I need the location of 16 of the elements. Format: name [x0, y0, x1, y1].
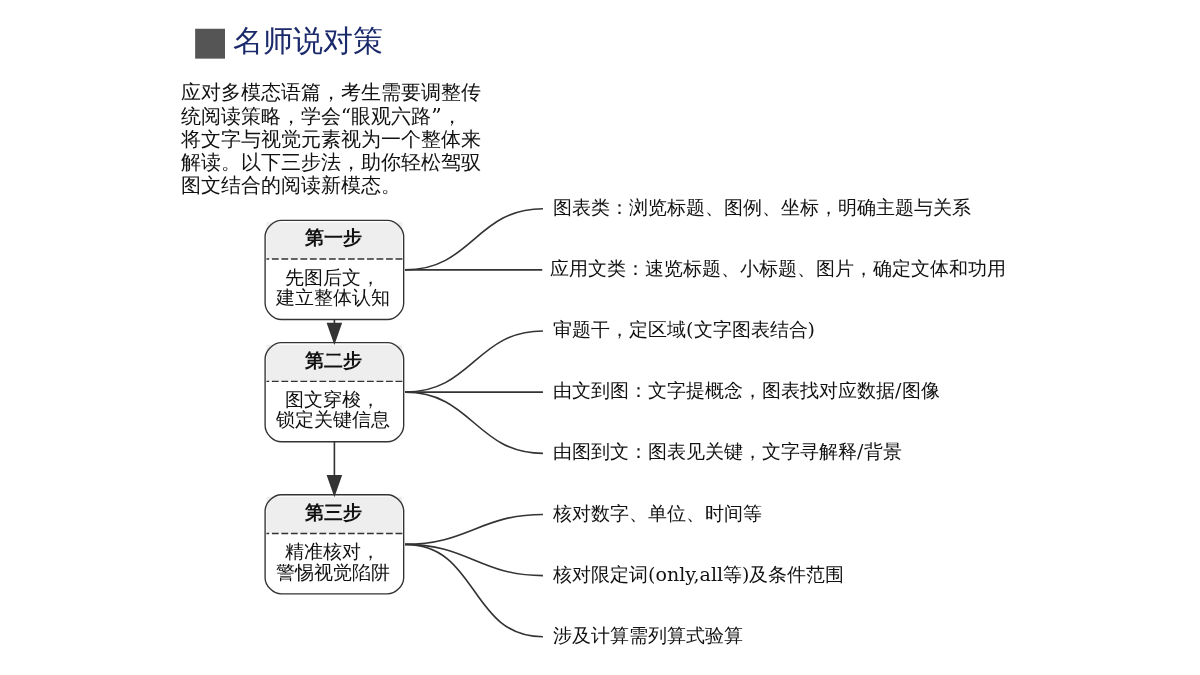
diagram-title: 名师说对策: [233, 23, 384, 59]
connector: [404, 269, 544, 271]
arrow: [326, 440, 343, 498]
node-text: 审题干，定区域(文字图表结合): [553, 318, 815, 341]
label: 应对多模态语篇，考生需要调整传统阅读策略，学会“眼观六路”，将文字与视觉元素视为一个整体来解读。以下三步法，助你轻松驾驭图文结合的阅读新模态。: [180, 80, 481, 197]
node-text: 由图到文：图表见关键，文字寻解释/背景: [553, 440, 902, 463]
node-text: 由文到图：文字提概念，图表找对应数据/图像: [553, 379, 940, 402]
node-text: 涉及计算需列算式验算: [553, 623, 744, 646]
node-text: 应用文类：速览标题、小标题、图片，确定文体和功用: [550, 256, 1007, 279]
node-text: 图表类：浏览标题、图例、坐标，明确主题与关系: [553, 195, 972, 218]
connector: [404, 391, 544, 455]
connector: [404, 513, 544, 546]
connector: [404, 543, 544, 638]
connector: [404, 207, 544, 271]
node-text: 核对限定词(only,all等)及条件范围: [553, 562, 845, 585]
node-text: 核对数字、单位、时间等: [553, 501, 763, 524]
